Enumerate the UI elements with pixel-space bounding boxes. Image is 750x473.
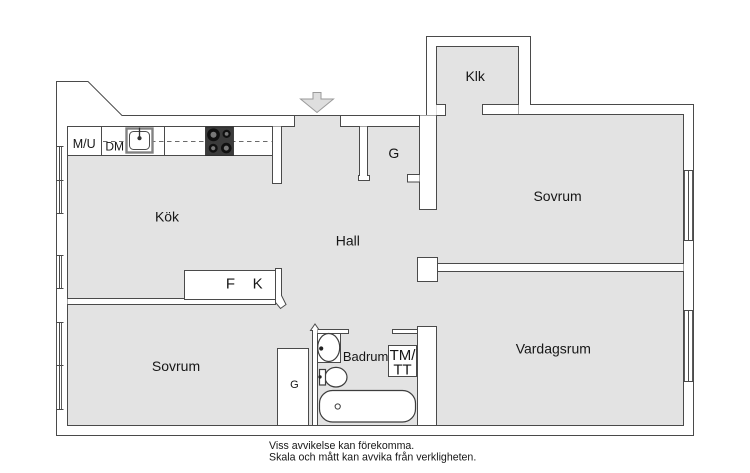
svg-text:Skala och mått kan avvika från: Skala och mått kan avvika från verklighe…	[269, 451, 476, 463]
svg-text:TT: TT	[393, 361, 411, 378]
svg-text:G: G	[388, 145, 399, 161]
svg-text:K: K	[253, 275, 263, 292]
svg-text:Kök: Kök	[155, 208, 180, 224]
svg-text:M/U: M/U	[73, 137, 96, 151]
svg-text:Hall: Hall	[336, 232, 360, 248]
svg-text:G: G	[290, 379, 299, 391]
svg-text:F: F	[226, 275, 235, 292]
svg-text:TM/: TM/	[390, 347, 417, 364]
svg-text:DM: DM	[105, 140, 124, 154]
svg-text:Vardagsrum: Vardagsrum	[516, 340, 591, 356]
svg-text:Badrum: Badrum	[343, 349, 389, 364]
svg-text:Klk: Klk	[465, 68, 485, 84]
svg-text:Viss avvikelse kan förekomma.: Viss avvikelse kan förekomma.	[269, 440, 414, 452]
svg-text:Sovrum: Sovrum	[533, 188, 581, 204]
svg-text:Sovrum: Sovrum	[152, 358, 200, 374]
